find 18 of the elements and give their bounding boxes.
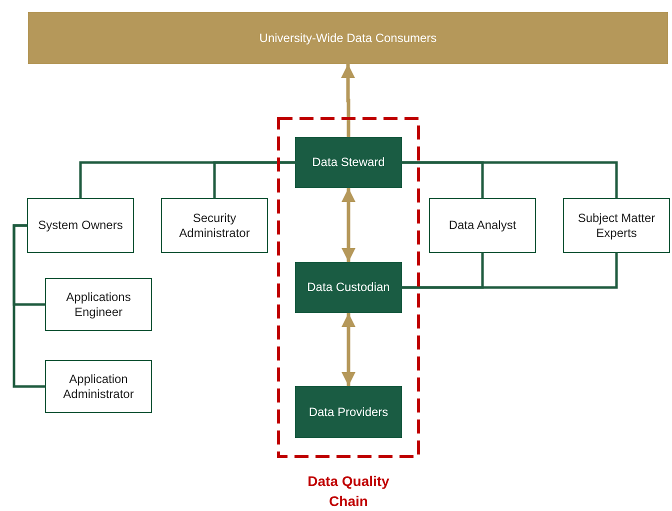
role-box: Data Analyst [429,198,536,253]
arrow [342,313,356,386]
connector-line [12,224,45,388]
arrow [341,64,355,137]
role-box: Application Administrator [45,360,152,413]
connector-line [213,161,295,198]
role-box: Data Custodian [295,262,402,313]
connector-line [402,161,618,198]
role-box: Data Providers [295,386,402,438]
role-box: Security Administrator [161,198,268,253]
banner-box: University-Wide Data Consumers [28,12,668,64]
role-box: Subject Matter Experts [563,198,670,253]
group-title: Data Quality Chain [306,472,390,511]
role-box: System Owners [27,198,134,253]
arrow [342,188,356,262]
role-box: Applications Engineer [45,278,152,331]
connector-line [402,253,618,289]
role-box: Data Steward [295,137,402,188]
